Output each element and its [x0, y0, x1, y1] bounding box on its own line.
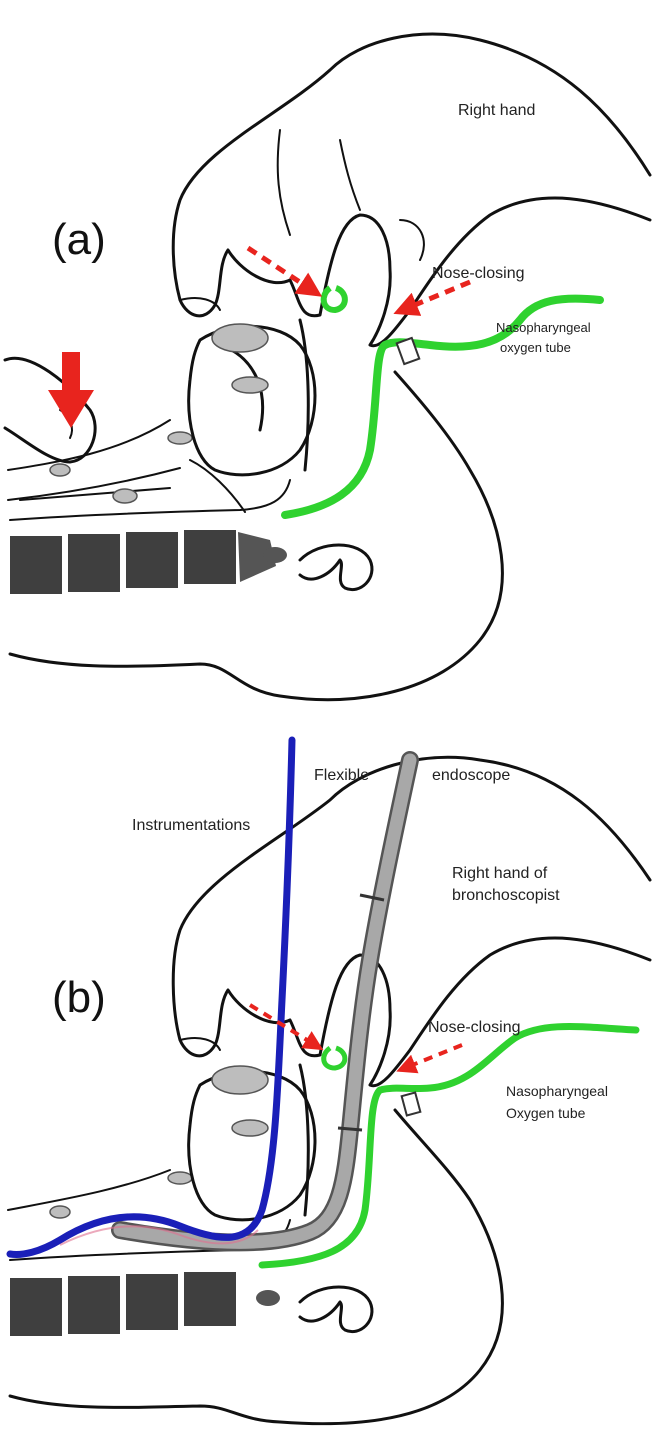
panel-a: (a) Right hand Nose-closing Nasopharynge… — [3, 32, 652, 702]
head-outline — [8, 370, 504, 702]
label-tube-a-line2: oxygen tube — [500, 340, 571, 355]
oxygen-tube-b — [258, 1023, 640, 1269]
label-hand-b-line1: Right hand of — [452, 865, 548, 882]
panel-b-letter: (b) — [52, 973, 106, 1022]
panel-b: (b) Flexible endoscope Instrumentations … — [6, 736, 652, 1426]
label-tube-b-line2: Oxygen tube — [506, 1105, 586, 1121]
nose-closing-arrow-right — [393, 279, 471, 316]
ear — [298, 543, 374, 592]
label-instrumentations: Instrumentations — [132, 817, 250, 834]
label-tube-b-line1: Nasopharyngeal — [506, 1083, 608, 1099]
cervical-spine-b — [10, 1272, 280, 1336]
nose-closing-arrow-left — [246, 245, 323, 297]
label-tube-a-line1: Nasopharyngeal — [496, 320, 591, 335]
label-endoscope: endoscope — [432, 767, 510, 784]
nose-closing-arrow-left-b — [248, 1003, 324, 1051]
chin-lift-arrow — [48, 352, 94, 428]
tongue — [187, 324, 317, 477]
instrumentation-line — [6, 736, 296, 1258]
label-flexible: Flexible — [314, 767, 369, 784]
panel-a-letter: (a) — [52, 215, 106, 264]
cervical-spine — [10, 530, 287, 594]
label-hand-b-line2: bronchoscopist — [452, 887, 560, 904]
thumb — [3, 356, 97, 464]
nose-closing-arrow-right-b — [396, 1043, 463, 1074]
label-right-hand: Right hand — [458, 102, 535, 119]
label-nose-closing-a: Nose-closing — [432, 265, 524, 282]
label-nose-closing-b: Nose-closing — [428, 1019, 520, 1036]
